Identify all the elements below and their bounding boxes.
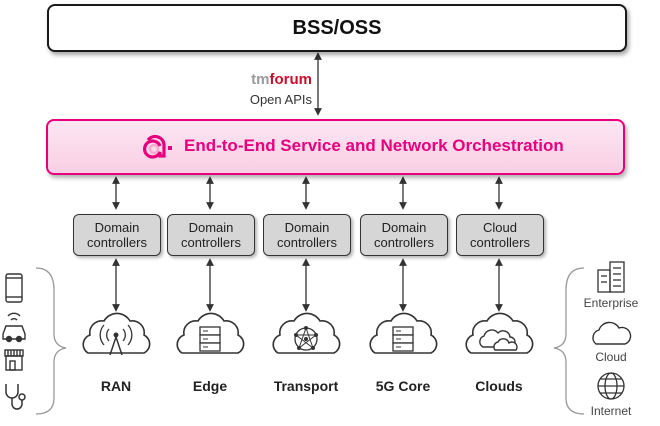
stethoscope-icon xyxy=(5,384,26,410)
cloud-icon xyxy=(592,321,632,345)
core-icon xyxy=(369,312,438,354)
right-bracket xyxy=(553,267,585,415)
domain-label-clouds: Clouds xyxy=(475,378,523,394)
connected-car-icon xyxy=(2,312,26,343)
internet-label: Internet xyxy=(590,404,632,418)
orchestration-box: End-to-End Service and Network Orchestra… xyxy=(46,119,625,175)
phone-icon xyxy=(5,273,23,303)
left-bracket xyxy=(35,267,67,415)
globe-icon xyxy=(597,372,625,400)
tmforum-logo: tmforum xyxy=(251,71,312,88)
cloud-label: Cloud xyxy=(595,350,627,364)
transport-icon xyxy=(272,312,341,354)
domain-label-ran: RAN xyxy=(100,378,132,394)
ran-icon xyxy=(82,312,151,356)
controller-domain-arrows xyxy=(112,258,503,312)
bss-oss-label: BSS/OSS xyxy=(292,16,382,39)
edge-icon xyxy=(176,312,245,354)
open-apis-label: Open APIs xyxy=(249,92,312,107)
amdocs-a-icon xyxy=(143,134,172,159)
domain-label-5g-core: 5G Core xyxy=(375,378,431,394)
clouds-icon xyxy=(465,312,534,354)
domain-label-edge: Edge xyxy=(192,378,228,394)
orch-controller-arrows xyxy=(112,176,503,210)
bss-oss-box: BSS/OSS xyxy=(47,4,627,52)
store-icon xyxy=(4,349,24,371)
domain-label-transport: Transport xyxy=(273,378,339,394)
enterprise-label: Enterprise xyxy=(583,296,639,310)
orchestration-label: End-to-End Service and Network Orchestra… xyxy=(184,136,564,155)
building-icon xyxy=(597,261,625,293)
